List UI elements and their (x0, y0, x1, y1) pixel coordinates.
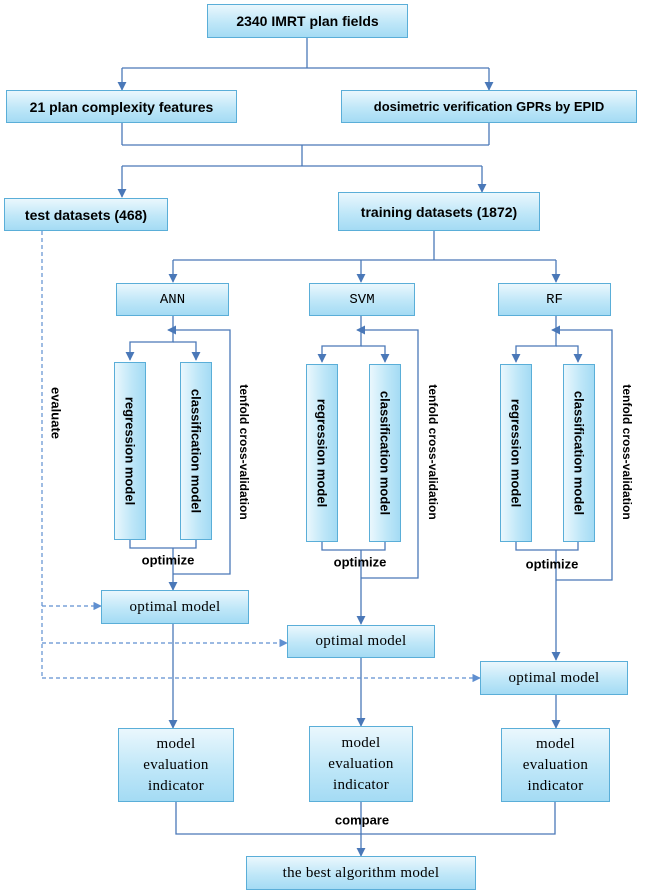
evaluate-label: evaluate (48, 386, 64, 440)
connector (121, 123, 490, 146)
evaluation-indicator-text: model evaluation indicator (328, 734, 394, 793)
classification-model-box: classification model (180, 362, 212, 540)
optimal-model-box: optimal model (101, 590, 249, 624)
optimize-label: optimize (141, 552, 195, 568)
cross-validation-label: tenfold cross-validation (620, 384, 634, 520)
cross-validation-label: tenfold cross-validation (426, 384, 440, 520)
connector (125, 316, 174, 361)
complexity-features-text: 21 plan complexity features (29, 98, 214, 115)
connector (129, 540, 197, 549)
training-datasets-box: training datasets (1872) (338, 192, 540, 231)
best-model-box: the best algorithm model (246, 856, 476, 890)
regression-model-label: regression model (314, 398, 330, 508)
optimal-model-box: optimal model (287, 625, 435, 658)
connector (515, 542, 579, 551)
connector (317, 316, 362, 363)
evaluation-indicator-text: model evaluation indicator (143, 735, 209, 794)
optimal-model-text: optimal model (129, 598, 221, 615)
regression-model-label: regression model (508, 398, 524, 508)
optimize-label: optimize (333, 554, 387, 570)
connector (175, 802, 556, 835)
algorithm-box-ann: ANN (116, 283, 229, 316)
evaluation-indicator-box: model evaluation indicator (309, 726, 413, 802)
connector (321, 542, 386, 551)
complexity-features-box: 21 plan complexity features (6, 90, 237, 123)
algorithm-box-svm: SVM (309, 283, 415, 316)
training-datasets-text: training datasets (1872) (360, 203, 518, 220)
classification-model-label: classification model (571, 390, 587, 516)
regression-model-label: regression model (122, 396, 138, 506)
plan-fields-box: 2340 IMRT plan fields (207, 4, 408, 38)
optimal-model-text: optimal model (508, 669, 600, 686)
algorithm-label: SVM (349, 291, 375, 308)
classification-model-label: classification model (188, 388, 204, 514)
cross-validation-label: tenfold cross-validation (237, 384, 251, 520)
optimize-label: optimize (525, 556, 579, 572)
algorithm-label: RF (546, 291, 563, 308)
gpr-text: dosimetric verification GPRs by EPID (373, 99, 605, 114)
algorithm-box-rf: RF (498, 283, 611, 316)
evaluation-indicator-text: model evaluation indicator (522, 735, 589, 794)
regression-model-box: regression model (306, 364, 338, 542)
arrow (556, 345, 583, 363)
arrow (173, 341, 201, 361)
regression-model-box: regression model (114, 362, 146, 540)
arrow (361, 345, 390, 363)
best-model-text: the best algorithm model (282, 864, 440, 881)
test-datasets-box: test datasets (468) (4, 198, 168, 231)
connector (511, 316, 557, 363)
optimal-model-text: optimal model (315, 633, 407, 649)
classification-model-box: classification model (563, 364, 595, 542)
algorithm-label: ANN (159, 291, 186, 308)
arrow (551, 325, 613, 581)
plan-fields-text: 2340 IMRT plan fields (236, 13, 379, 29)
evaluation-indicator-box: model evaluation indicator (501, 728, 610, 802)
gpr-box: dosimetric verification GPRs by EPID (341, 90, 637, 123)
evaluation-indicator-box: model evaluation indicator (118, 728, 234, 802)
regression-model-box: regression model (500, 364, 532, 542)
classification-model-box: classification model (369, 364, 401, 542)
compare-label: compare (334, 812, 390, 828)
optimal-model-box: optimal model (480, 661, 628, 695)
arrow (167, 325, 231, 575)
arrow (356, 325, 419, 579)
test-datasets-text: test datasets (468) (24, 206, 148, 223)
classification-model-label: classification model (377, 390, 393, 516)
